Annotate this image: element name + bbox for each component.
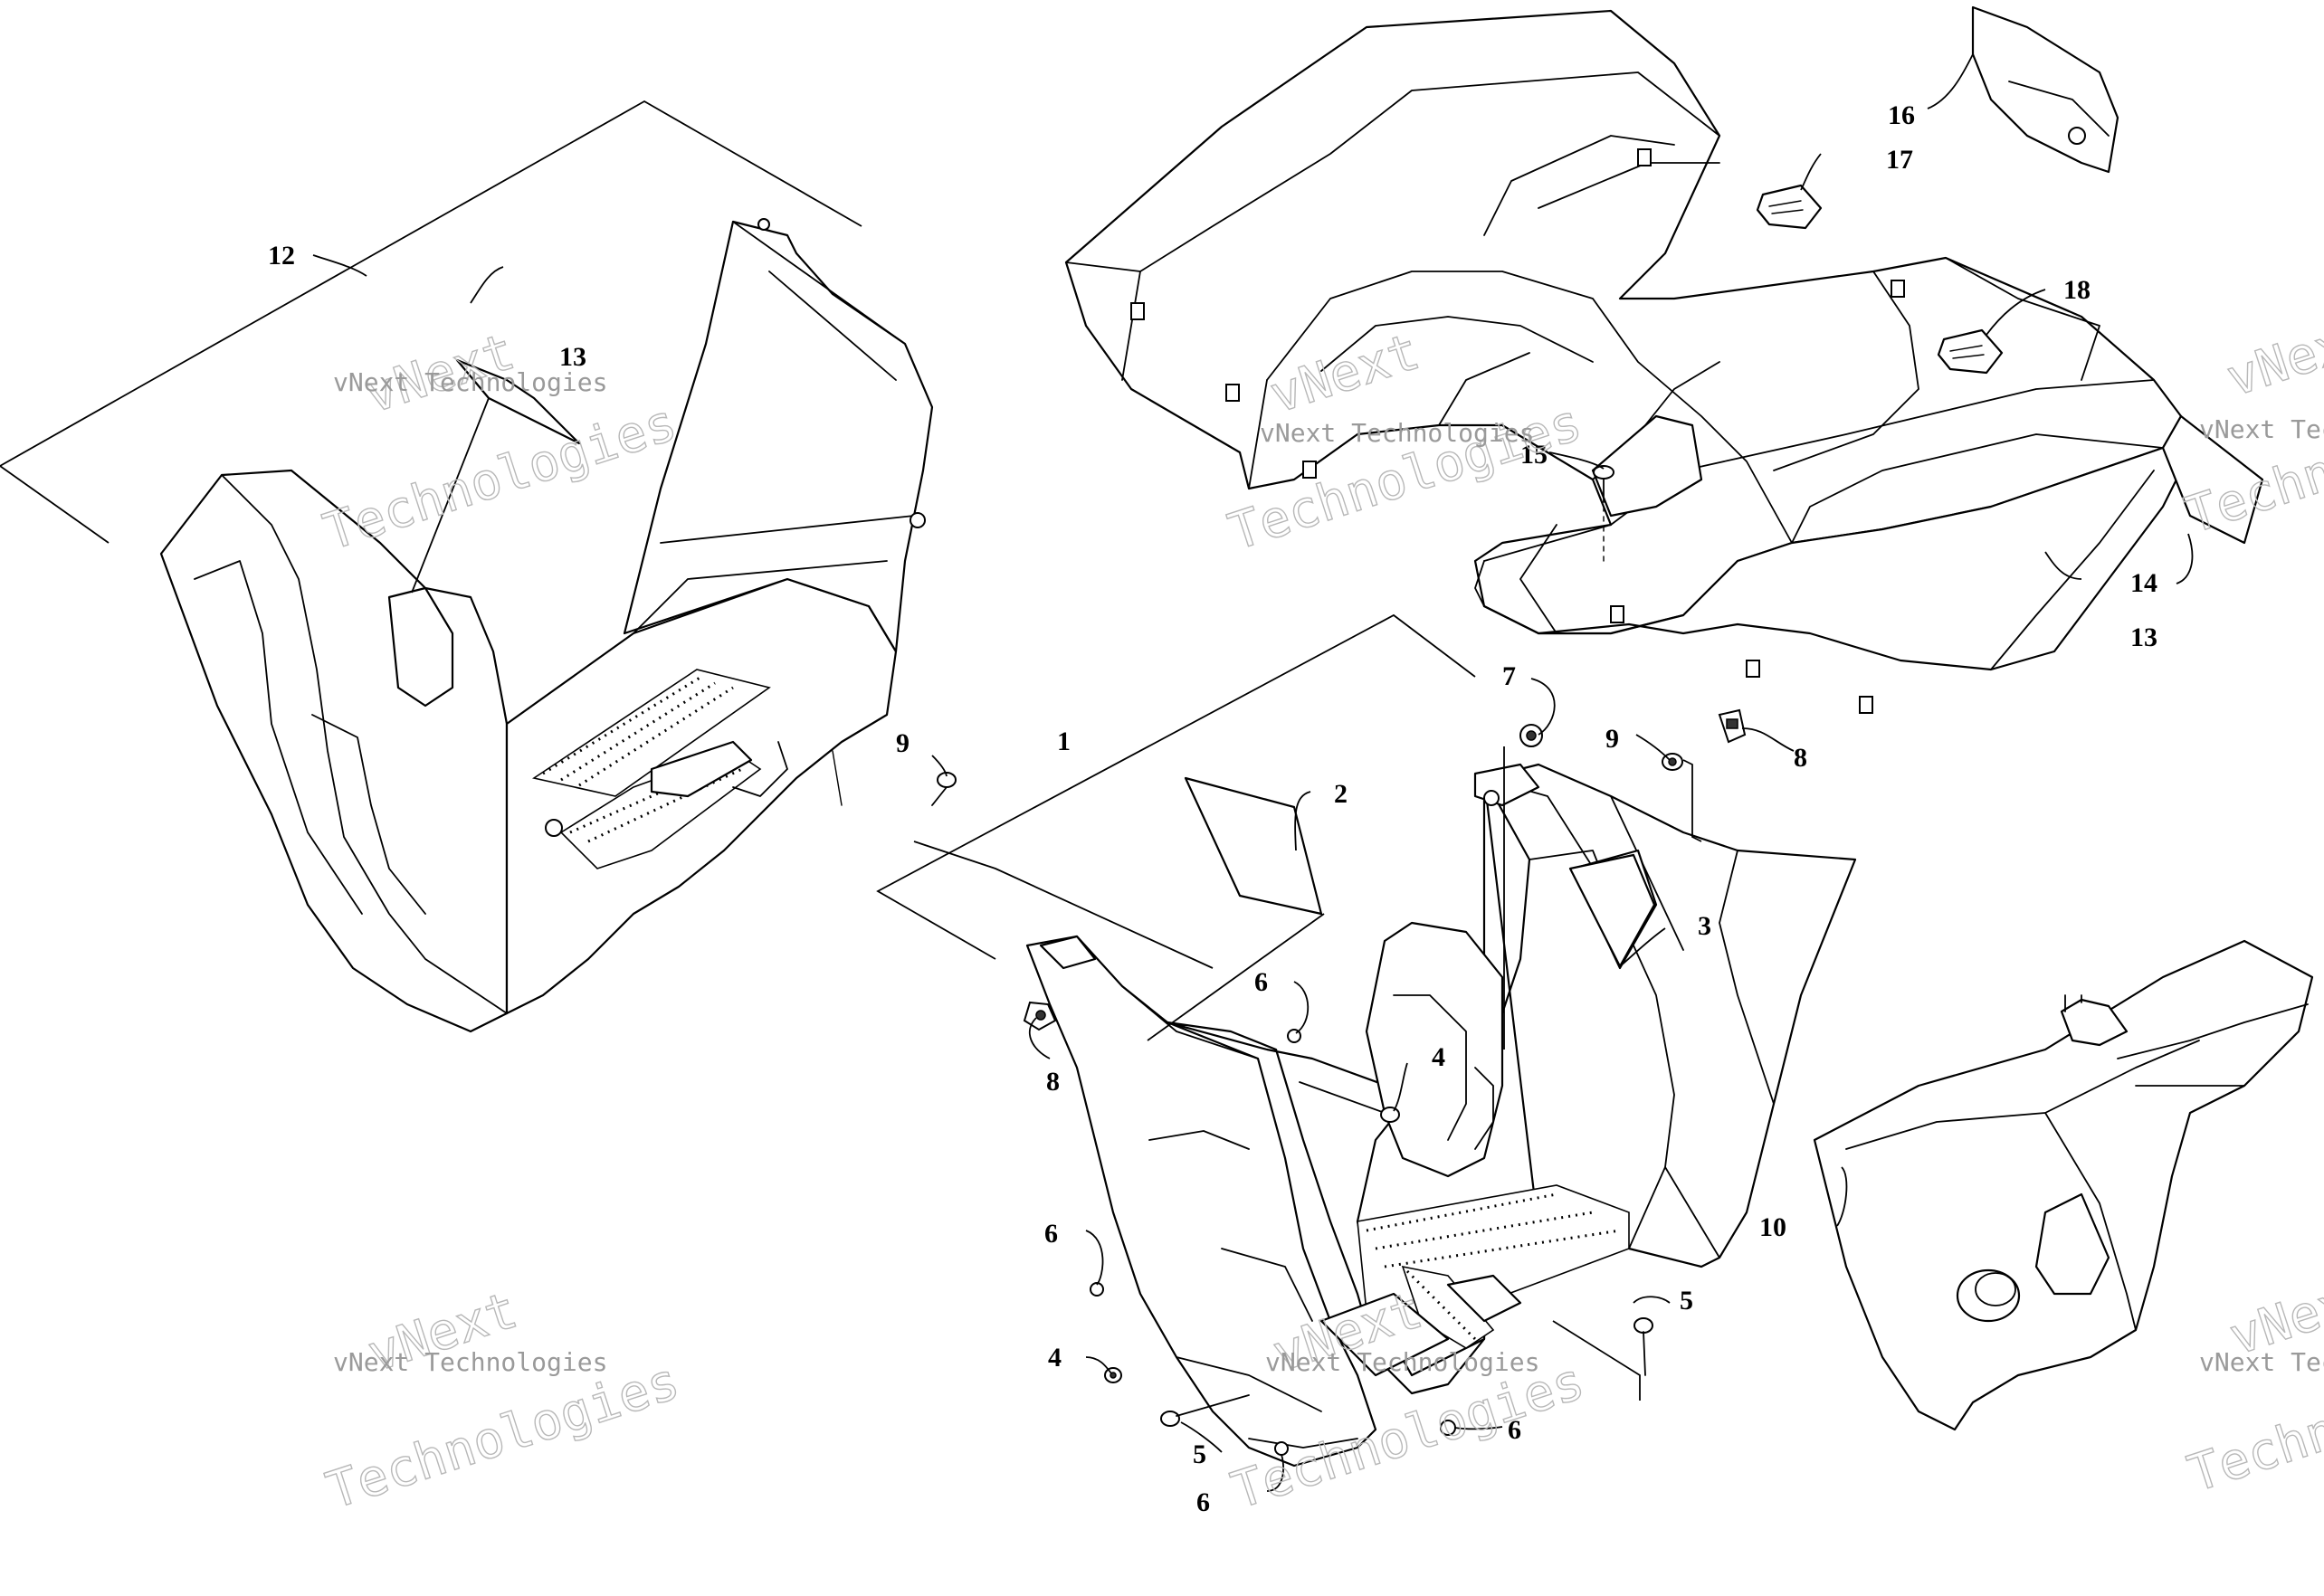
assembly-bracket-11 xyxy=(0,100,862,544)
watermark-bottom-left: vNext Technologies xyxy=(319,1280,687,1522)
callout-9-left: 9 xyxy=(896,728,910,758)
callout-4-lower: 4 xyxy=(1048,1343,1062,1373)
callout-1: 1 xyxy=(1057,727,1071,756)
watermark-text-top-left: vNext Technologies xyxy=(333,367,607,397)
leader-lines xyxy=(312,53,2194,1492)
callout-labels: 12 13 16 17 18 15 14 13 7 8 9 1 9 2 3 6 … xyxy=(268,100,2157,1517)
bolt-5-lower xyxy=(1160,1394,1250,1427)
svg-text:Technologies: Technologies xyxy=(317,394,683,563)
callout-12: 13 xyxy=(559,342,586,372)
callout-15: 15 xyxy=(1520,440,1548,470)
svg-text:vNext: vNext xyxy=(2220,306,2324,409)
callout-10: 10 xyxy=(1759,1212,1786,1242)
assembly-bracket-1 xyxy=(876,613,1476,960)
callout-17: 17 xyxy=(1886,145,1913,175)
callout-5-lower: 5 xyxy=(1193,1439,1206,1469)
decal-3 xyxy=(1568,853,1656,968)
tail-light-16 xyxy=(1971,5,2119,174)
decal-17 xyxy=(1756,184,1823,230)
callout-6-left: 6 xyxy=(1044,1219,1058,1249)
front-fender-assembly-left xyxy=(0,100,934,1033)
callout-5-right: 5 xyxy=(1680,1286,1693,1316)
callout-13: 13 xyxy=(2130,622,2157,652)
callout-14: 14 xyxy=(2130,568,2157,598)
watermark-top-left: vNext Technologies xyxy=(317,321,684,563)
callout-8-lower: 8 xyxy=(1046,1067,1060,1097)
watermark-text-bottom-right: vNext Technologies xyxy=(2199,1347,2324,1377)
side-fender-10 xyxy=(1813,939,2314,1431)
callout-4-upper: 4 xyxy=(1432,1042,1445,1072)
callout-8-upper: 8 xyxy=(1794,743,1807,773)
grommet-6-left xyxy=(1090,1282,1104,1297)
decal-18 xyxy=(1937,328,2004,375)
fastener-15 xyxy=(1593,465,1614,562)
rear-rack-assembly xyxy=(1064,9,2192,714)
nut-7 xyxy=(1519,724,1543,747)
watermark-text-bottom-left: vNext Technologies xyxy=(333,1347,607,1377)
bolt-5-right xyxy=(1633,1317,1653,1376)
callout-6-bottom: 6 xyxy=(1196,1487,1210,1517)
callout-7: 7 xyxy=(1502,661,1516,691)
callout-11: 12 xyxy=(268,241,295,271)
decal-2 xyxy=(1184,776,1323,916)
callout-16: 16 xyxy=(1888,100,1915,130)
bolt-9-left xyxy=(931,772,957,806)
rear-extension-14 xyxy=(2161,414,2264,545)
watermark-text-top-center: vNext Technologies xyxy=(1260,418,1534,448)
callout-18: 18 xyxy=(2063,275,2091,305)
watermark-text-bottom-center: vNext Technologies xyxy=(1265,1347,1539,1377)
center-footwell-assembly xyxy=(876,613,1857,1468)
clip-8-upper xyxy=(1718,708,1747,744)
svg-text:Technologies: Technologies xyxy=(319,1352,686,1521)
callout-3: 3 xyxy=(1698,911,1711,941)
callout-6-upper: 6 xyxy=(1254,967,1268,997)
screw-4-lower xyxy=(1104,1367,1122,1383)
callout-2: 2 xyxy=(1334,779,1348,809)
callout-6-right: 6 xyxy=(1508,1415,1521,1445)
watermark-text-top-right: vNext Technologies xyxy=(2199,414,2324,444)
callout-9-right: 9 xyxy=(1605,724,1619,754)
